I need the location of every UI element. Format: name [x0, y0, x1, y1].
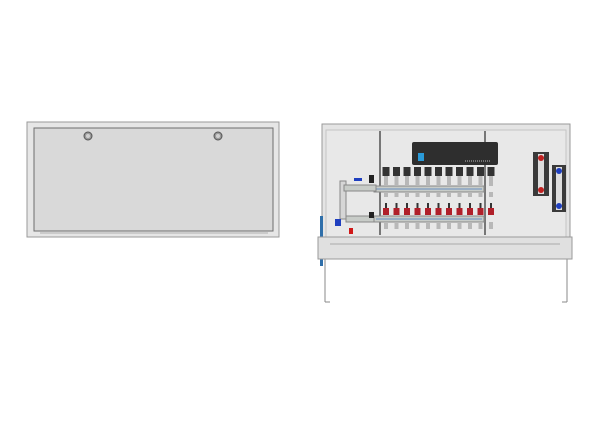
flow-meter-stem	[479, 203, 482, 208]
actuator	[424, 167, 432, 176]
supply-outlet-fitting	[415, 192, 420, 197]
supply-outlet-fitting	[478, 192, 483, 197]
supply-outlet	[468, 176, 472, 186]
flow-meter-stem	[395, 203, 398, 208]
cabinet-door	[33, 127, 274, 232]
return-outlet-fitting	[447, 222, 451, 229]
flow-meter-stem	[469, 203, 471, 208]
pump-group-right	[552, 165, 566, 212]
supply-outlet-fitting	[394, 192, 399, 197]
flow-meter-stem	[448, 203, 450, 208]
return-outlet-fitting	[457, 222, 462, 229]
supply-outlet	[384, 176, 388, 186]
closed-cabinet	[26, 121, 280, 238]
actuator	[487, 167, 495, 176]
pump-pipe	[538, 154, 544, 194]
pump-pipe	[556, 167, 562, 210]
supply-outlet	[436, 176, 441, 186]
inlet-riser-pipe	[339, 180, 347, 220]
flow-meter-stem	[385, 203, 387, 208]
flow-meter-stem	[427, 203, 429, 208]
return-inlet-pipe	[345, 215, 375, 223]
flow-valve	[477, 208, 484, 215]
supply-outlet	[489, 176, 493, 186]
door-lock-left	[83, 131, 93, 141]
flow-valve	[414, 208, 421, 215]
return-outlet-fitting	[436, 222, 441, 229]
flow-valve	[435, 208, 442, 215]
return-outlet-fitting	[468, 222, 472, 229]
return-outlet-fitting	[478, 222, 483, 229]
actuator	[477, 167, 484, 176]
pump-valve-red-bottom	[538, 187, 544, 193]
return-outlet-fitting	[415, 222, 420, 229]
door-lock-right	[213, 131, 223, 141]
return-outlet-fitting	[394, 222, 399, 229]
return-outlet-fitting	[489, 222, 493, 229]
pump-valve-blue-top	[556, 168, 562, 174]
flow-meter-stem	[490, 203, 492, 208]
flow-valve	[488, 208, 494, 215]
flow-meter-stem	[416, 203, 419, 208]
supply-outlet-fitting	[457, 192, 462, 197]
supply-outlet	[426, 176, 430, 186]
manifold-loops	[382, 167, 495, 229]
supply-outlet	[405, 176, 409, 186]
actuator	[466, 167, 474, 176]
pump-group-left	[533, 152, 549, 196]
supply-outlet-fitting	[489, 192, 493, 197]
supply-outlet-fitting	[426, 192, 430, 197]
actuator	[435, 167, 442, 176]
return-outlet-fitting	[405, 222, 409, 229]
supply-outlet-fitting	[384, 192, 388, 197]
supply-outlet	[457, 176, 462, 186]
control-box	[412, 142, 498, 165]
supply-inlet-pipe	[343, 184, 377, 192]
flow-valve	[446, 208, 452, 215]
air-vent-top	[369, 175, 374, 183]
supply-outlet-fitting	[436, 192, 441, 197]
ball-valve-blue-bottom	[335, 219, 341, 226]
inlet-piping	[335, 175, 377, 234]
actuator	[382, 167, 390, 176]
actuator	[403, 167, 411, 176]
bottom-tray	[317, 236, 573, 260]
flow-meter-stem	[406, 203, 408, 208]
control-box-logo	[418, 153, 424, 161]
supply-outlet	[394, 176, 399, 186]
actuator	[445, 167, 453, 176]
ball-valve-red	[349, 228, 353, 234]
air-vent-bottom	[369, 212, 374, 218]
ball-valve-blue-top	[354, 178, 362, 181]
flow-valve	[383, 208, 389, 215]
supply-outlet-fitting	[447, 192, 451, 197]
flow-meter-stem	[458, 203, 461, 208]
supply-outlet-fitting	[405, 192, 409, 197]
flow-valve	[393, 208, 400, 215]
return-outlet-fitting	[384, 222, 388, 229]
open-cabinet	[317, 123, 573, 303]
supply-outlet	[447, 176, 451, 186]
supply-outlet	[415, 176, 420, 186]
flow-meter-stem	[437, 203, 440, 208]
actuator	[456, 167, 463, 176]
actuator	[414, 167, 421, 176]
flow-valve	[456, 208, 463, 215]
supply-outlet	[478, 176, 483, 186]
actuator	[393, 167, 400, 176]
flow-valve	[467, 208, 473, 215]
flow-valve	[404, 208, 410, 215]
return-outlet-fitting	[426, 222, 430, 229]
flow-valve	[425, 208, 431, 215]
pump-valve-blue-bottom	[556, 203, 562, 209]
pump-valve-red-top	[538, 155, 544, 161]
supply-outlet-fitting	[468, 192, 472, 197]
